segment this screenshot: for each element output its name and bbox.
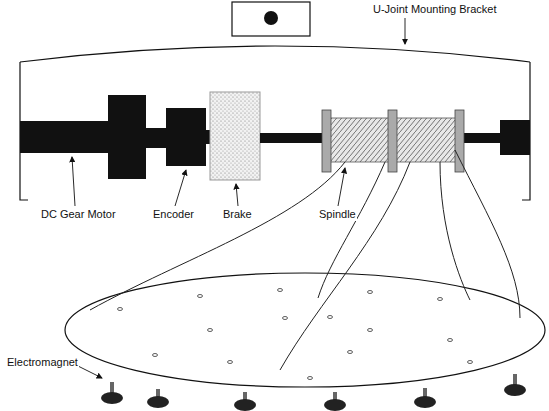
part-label: DC Gear Motor xyxy=(40,208,117,221)
part-label: Encoder xyxy=(152,208,195,221)
part-label: U-Joint Mounting Bracket xyxy=(372,3,498,16)
part-label: Electromagnet xyxy=(6,356,79,369)
part-label: Brake xyxy=(222,208,253,221)
part-label: Spindle xyxy=(318,208,357,221)
